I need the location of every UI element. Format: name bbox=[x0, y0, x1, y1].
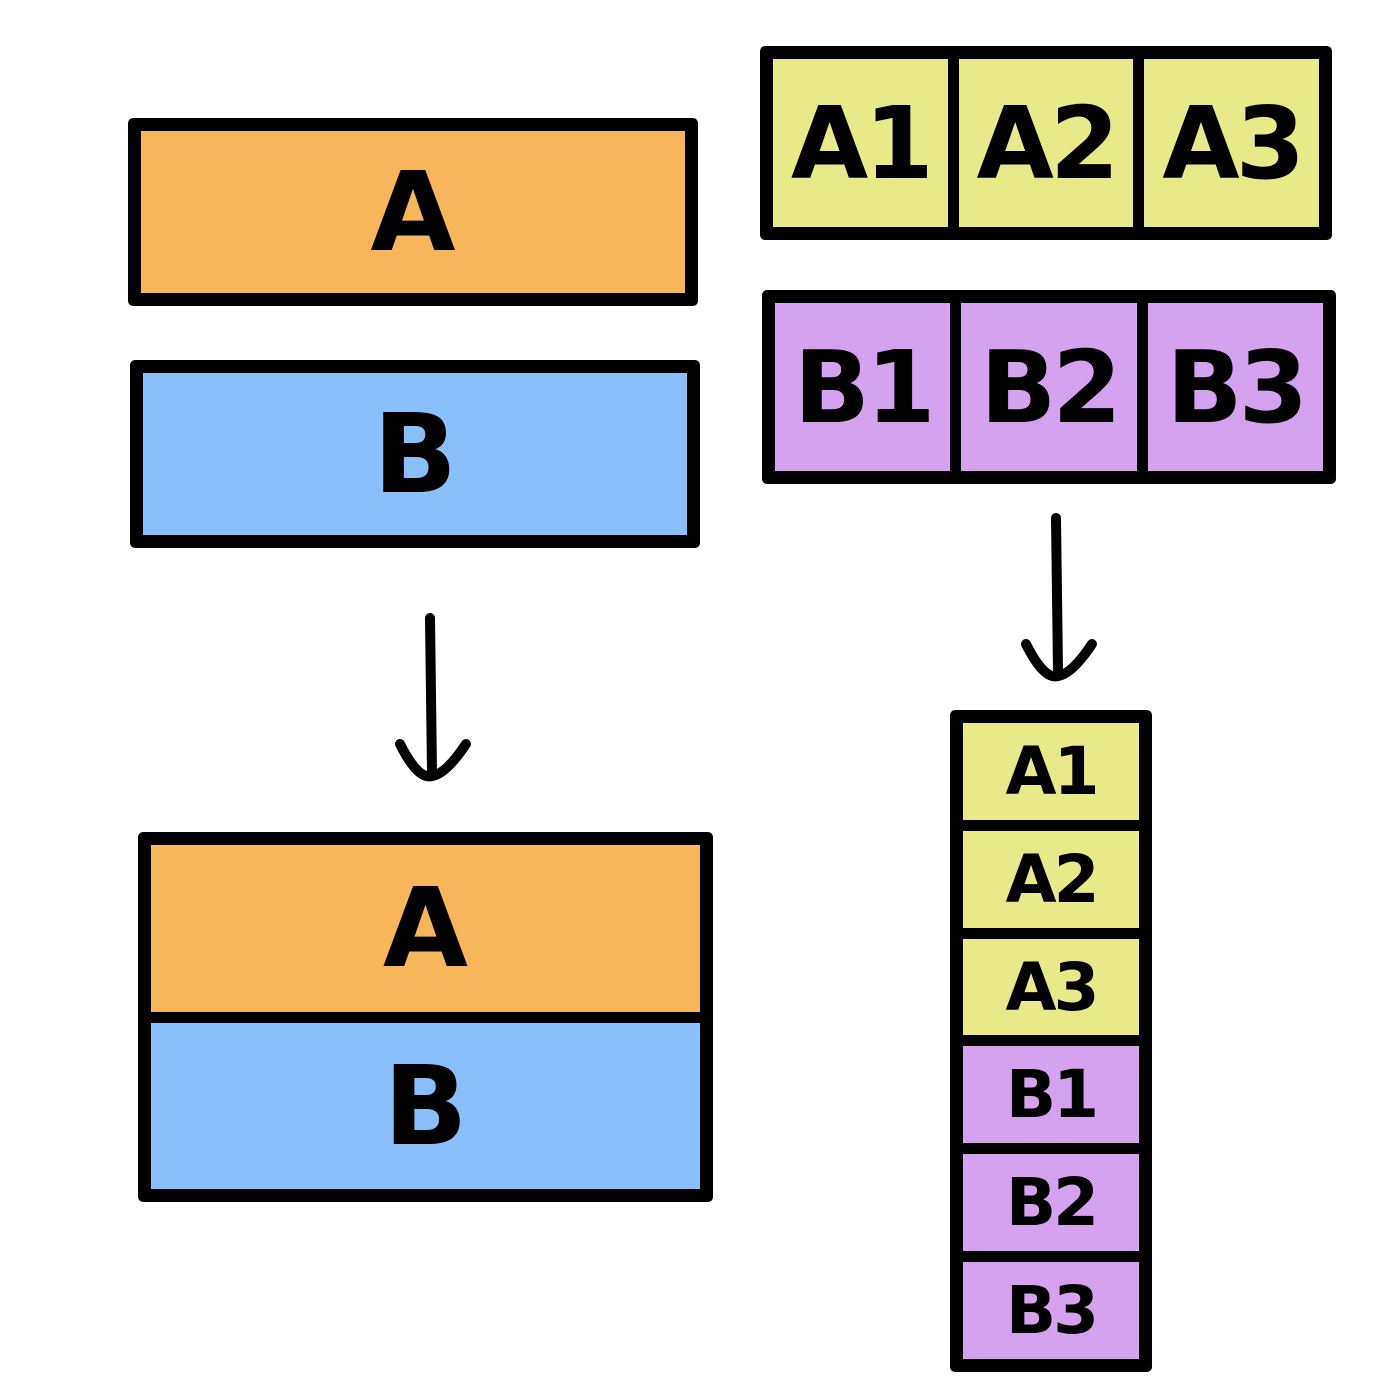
row-a-partitions: A1 A2 A3 bbox=[760, 46, 1332, 240]
partition-a2-label: A2 bbox=[976, 84, 1120, 202]
partition-b3: B3 bbox=[1136, 303, 1323, 471]
partition-b3-label: B3 bbox=[1166, 328, 1308, 446]
combined-partition-b3-label: B3 bbox=[1005, 1272, 1099, 1350]
block-a-label: A bbox=[370, 148, 456, 276]
combined-partition-column: A1 A2 A3 B1 B2 B3 bbox=[950, 710, 1152, 1372]
partition-a3: A3 bbox=[1133, 59, 1319, 227]
partition-a1: A1 bbox=[773, 59, 948, 227]
partition-b2: B2 bbox=[950, 303, 1137, 471]
block-a: A bbox=[128, 118, 698, 306]
partition-a3-label: A3 bbox=[1162, 84, 1305, 202]
combined-partition-a1-label: A1 bbox=[1005, 732, 1099, 810]
down-arrow-icon bbox=[1021, 513, 1097, 682]
block-b-label: B bbox=[373, 390, 457, 518]
partition-a2: A2 bbox=[947, 59, 1134, 227]
partition-b2-label: B2 bbox=[980, 328, 1122, 446]
block-b: B bbox=[130, 360, 700, 548]
combined-partition-a3-label: A3 bbox=[1005, 948, 1099, 1026]
combined-partition-a2: A2 bbox=[963, 819, 1139, 928]
combined-partition-b3: B3 bbox=[963, 1251, 1139, 1359]
combined-cell-b-label: B bbox=[383, 1041, 468, 1170]
combined-partition-a1: A1 bbox=[963, 723, 1139, 820]
combined-partition-b1: B1 bbox=[963, 1035, 1139, 1144]
combined-partition-b1-label: B1 bbox=[1005, 1056, 1099, 1134]
down-arrow-icon bbox=[395, 613, 471, 782]
partition-b1-label: B1 bbox=[793, 328, 936, 446]
combined-partition-a2-label: A2 bbox=[1005, 840, 1099, 918]
combined-partition-b2-label: B2 bbox=[1005, 1164, 1099, 1242]
combined-cell-a: A bbox=[151, 845, 700, 1012]
combined-partition-a3: A3 bbox=[963, 927, 1139, 1036]
partition-b1: B1 bbox=[775, 303, 951, 471]
combined-cell-a-label: A bbox=[382, 864, 469, 993]
combined-partition-b2: B2 bbox=[963, 1143, 1139, 1252]
row-b-partitions: B1 B2 B3 bbox=[762, 290, 1336, 484]
combined-cell-b: B bbox=[151, 1011, 700, 1189]
partition-a1-label: A1 bbox=[790, 84, 934, 202]
combined-block-ab: A B bbox=[138, 832, 713, 1202]
